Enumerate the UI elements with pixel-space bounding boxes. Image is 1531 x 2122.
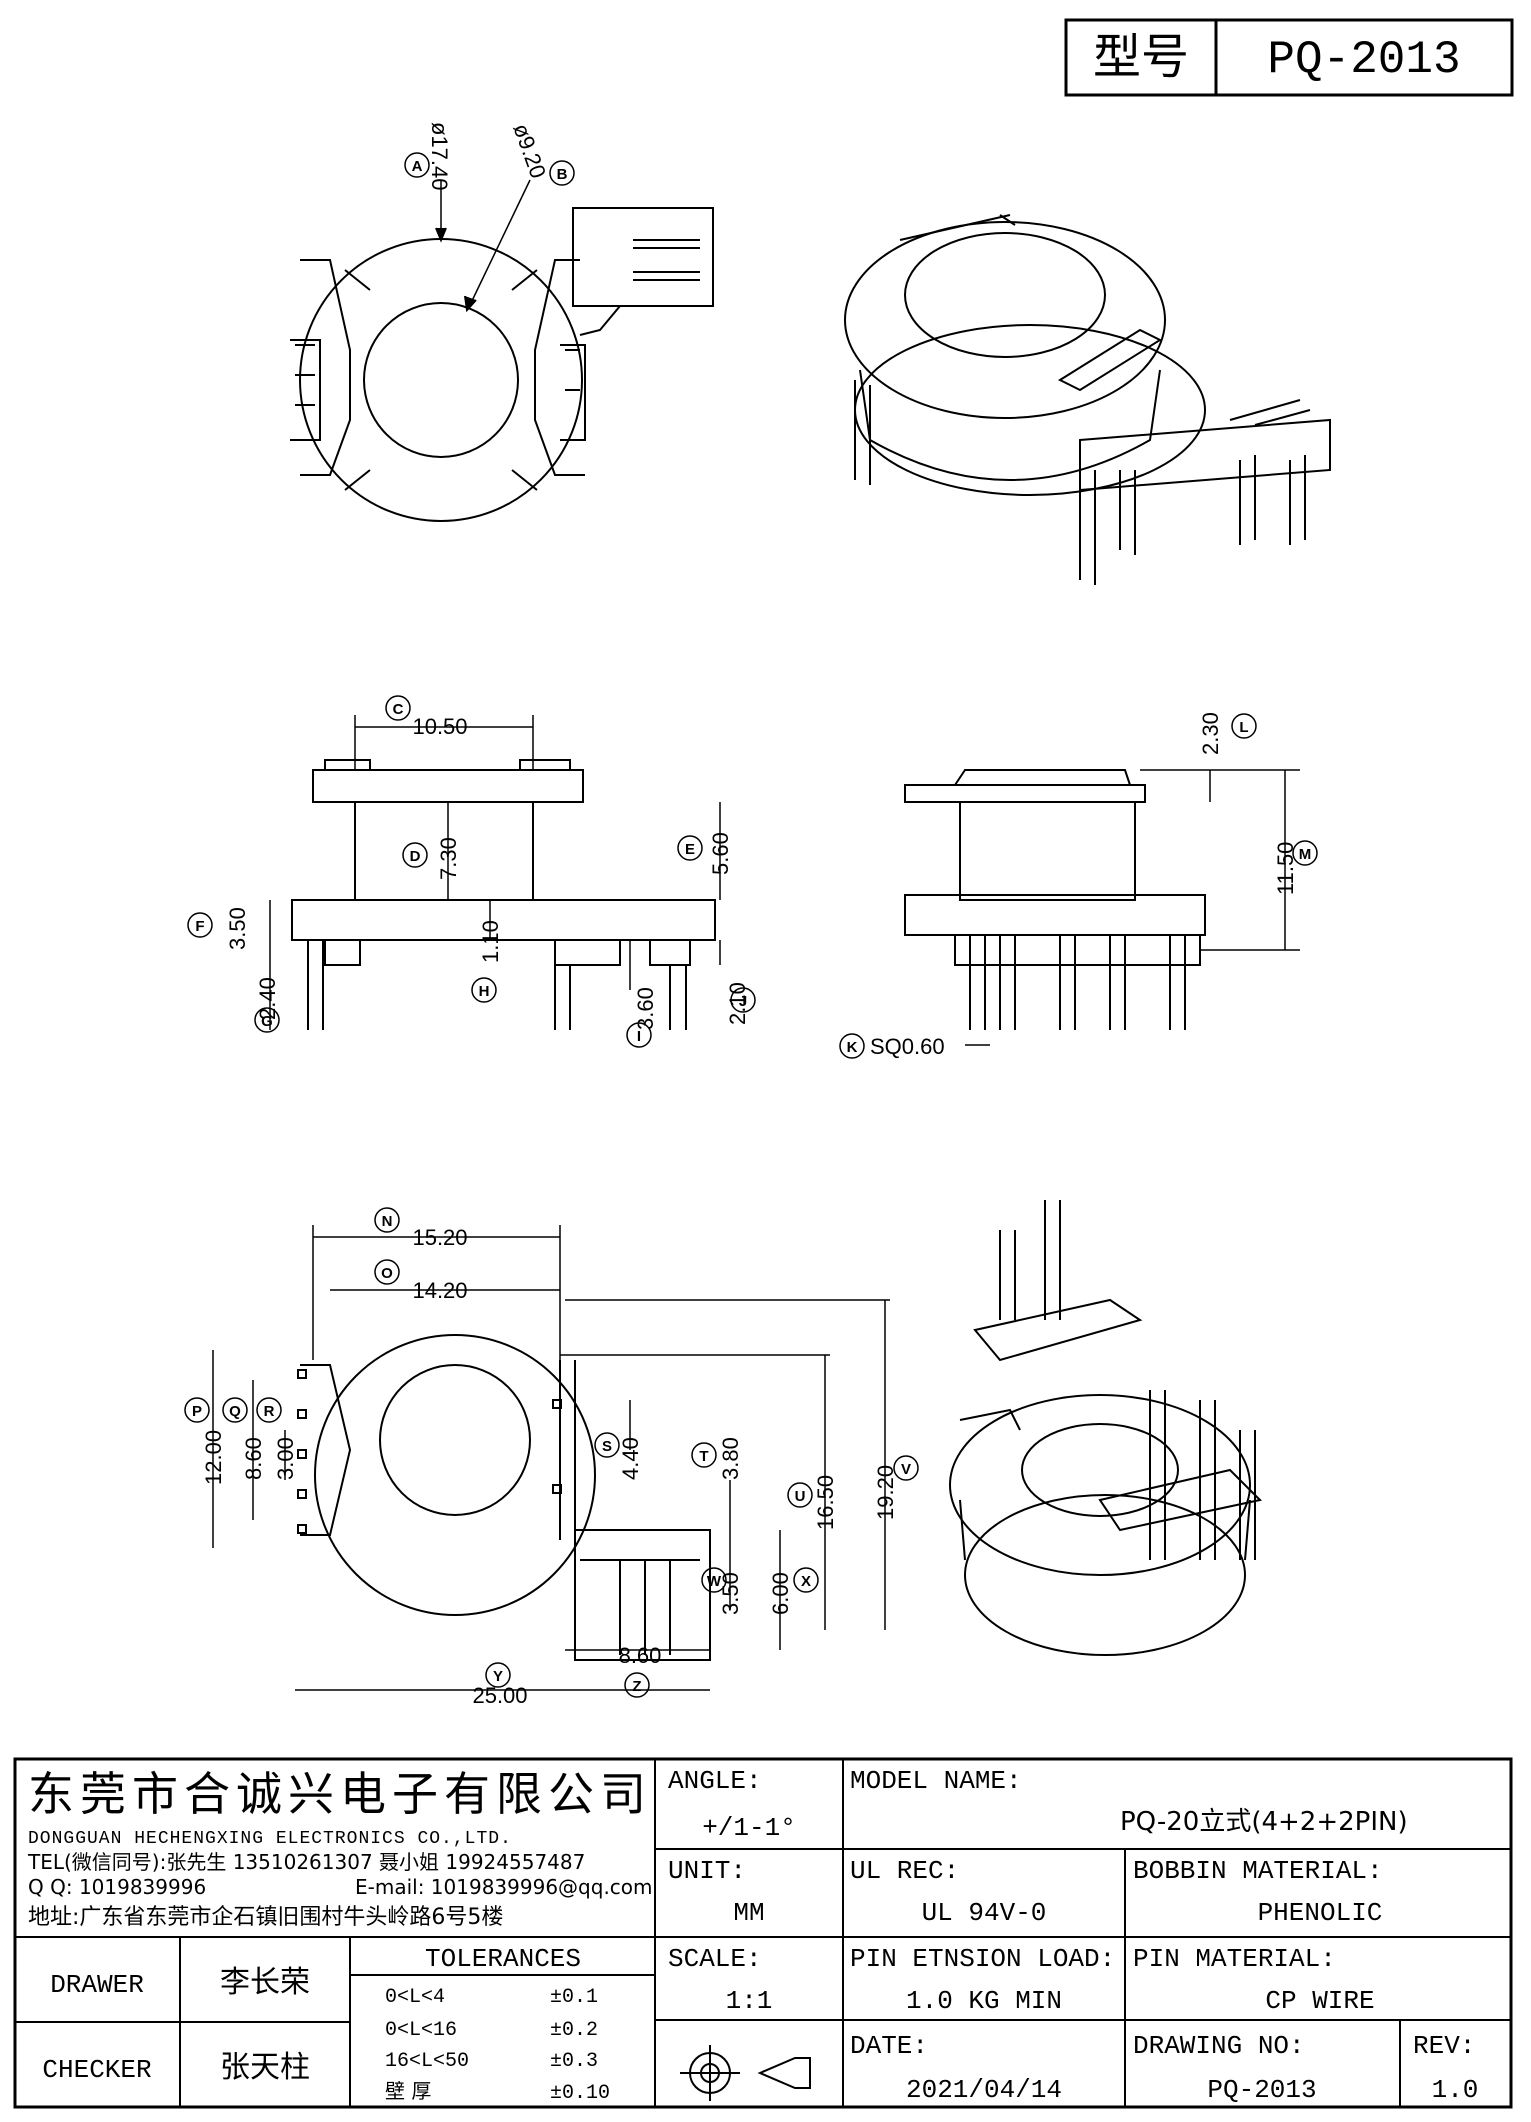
dim-N-label: N xyxy=(382,1213,393,1230)
date-value: 2021/04/14 xyxy=(906,2075,1062,2105)
company-name-en: DONGGUAN HECHENGXING ELECTRONICS CO.,LTD… xyxy=(28,1829,512,1849)
model-name-label: MODEL NAME: xyxy=(850,1766,1022,1796)
dim-F-label: F xyxy=(195,918,204,935)
scale-label: SCALE: xyxy=(668,1944,762,1974)
dim-H-value: 1.10 xyxy=(478,920,503,963)
dim-Q-label: Q xyxy=(229,1403,241,1420)
drawing-no-label: DRAWING NO: xyxy=(1133,2031,1305,2061)
dim-P-value: 12.00 xyxy=(201,1430,226,1485)
tolerances-label: TOLERANCES xyxy=(425,1944,581,1974)
company-tel: TEL(微信同号):张先生 13510261307 聂小姐 1992455748… xyxy=(27,1850,585,1874)
dim-M-label: M xyxy=(1299,846,1312,863)
checker-label: CHECKER xyxy=(42,2055,151,2085)
rev-label: REV: xyxy=(1413,2031,1475,2061)
dim-K-value: SQ0.60 xyxy=(870,1034,945,1059)
dim-L-label: L xyxy=(1239,719,1248,736)
tol-value-2: ±0.3 xyxy=(550,2050,598,2073)
header-box: 型号 PQ-2013 xyxy=(1064,18,1514,97)
dim-E-label: E xyxy=(685,841,695,858)
dim-V-value: 19.20 xyxy=(873,1465,898,1520)
bottom-view: 15.20 N 14.20 O 12.00 P 8.60 Q 3.00 R 4.… xyxy=(184,1207,919,1708)
dim-J-label: J xyxy=(739,993,747,1010)
dim-O-label: O xyxy=(381,1265,393,1282)
angle-label: ANGLE: xyxy=(668,1766,762,1796)
drawer-value: 李长荣 xyxy=(220,1965,310,2000)
pin-load-value: 1.0 KG MIN xyxy=(906,1986,1062,2016)
unit-label: UNIT: xyxy=(668,1856,746,1886)
tol-value-1: ±0.2 xyxy=(550,2019,598,2042)
dim-S-label: S xyxy=(602,1438,612,1455)
dim-B-label: B xyxy=(557,166,568,183)
company-name-cn: 东莞市合诚兴电子有限公司 xyxy=(28,1767,652,1821)
dim-G-label: G xyxy=(261,1013,273,1030)
tol-range-0: 0<L<4 xyxy=(385,1986,445,2009)
tol-range-2: 16<L<50 xyxy=(385,2050,469,2073)
company-email: E-mail: 1019839996@qq.com xyxy=(355,1875,653,1899)
tol-value-3: ±0.10 xyxy=(550,2082,610,2105)
dim-I-label: I xyxy=(637,1028,641,1045)
ul-value: UL 94V-0 xyxy=(922,1898,1047,1928)
dim-Z-value: 8.60 xyxy=(619,1643,662,1668)
dim-U-value: 16.50 xyxy=(813,1475,838,1530)
dim-O-value: 14.20 xyxy=(412,1278,467,1303)
drawer-label: DRAWER xyxy=(50,1970,144,2000)
model-name-value: PQ-20立式(4+2+2PIN) xyxy=(1120,1807,1408,1837)
dim-F-value: 3.50 xyxy=(225,907,250,950)
dim-H-label: H xyxy=(479,983,490,1000)
bobbin-value: PHENOLIC xyxy=(1258,1898,1383,1928)
pin-material-value: CP WIRE xyxy=(1265,1986,1374,2016)
dim-U-label: U xyxy=(795,1488,806,1505)
dim-W-value: 3.50 xyxy=(718,1572,743,1615)
dim-R-label: R xyxy=(264,1403,275,1420)
dim-B-value: ø9.20 xyxy=(508,120,551,181)
dim-Y-label: Y xyxy=(493,1668,503,1685)
dim-W-label: W xyxy=(707,1573,722,1590)
front-view: 10.50 C 7.30 D 5.60 E 3.50 F 2.40 G 1.10… xyxy=(187,695,756,1048)
dim-E-value: 5.60 xyxy=(708,832,733,875)
dim-X-label: X xyxy=(801,1573,811,1590)
dim-K-label: K xyxy=(847,1039,858,1056)
dim-Z-label: Z xyxy=(632,1678,641,1695)
dim-L-value: 2.30 xyxy=(1198,712,1223,755)
unit-value: MM xyxy=(733,1898,764,1928)
dim-T-value: 3.80 xyxy=(718,1437,743,1480)
drawing-no-value: PQ-2013 xyxy=(1207,2075,1316,2105)
tol-range-1: 0<L<16 xyxy=(385,2019,457,2042)
dim-T-label: T xyxy=(699,1448,708,1465)
title-block xyxy=(13,1757,1513,2109)
dim-D-label: D xyxy=(410,848,421,865)
side-view: 2.30 L 11.50 M K SQ0.60 xyxy=(839,712,1318,1059)
angle-value: +/1-1° xyxy=(702,1813,796,1843)
pin-material-label: PIN MATERIAL: xyxy=(1133,1944,1336,1974)
dim-C-value: 10.50 xyxy=(412,714,467,739)
dim-N-value: 15.20 xyxy=(412,1225,467,1250)
iso-view-bottom xyxy=(949,1200,1263,1656)
tol-value-0: ±0.1 xyxy=(550,1986,598,2009)
dim-V-label: V xyxy=(901,1461,911,1478)
checker-value: 张天柱 xyxy=(220,2050,310,2085)
company-address: 地址:广东省东莞市企石镇旧围村牛头岭路6号5楼 xyxy=(28,1905,503,1930)
bobbin-label: BOBBIN MATERIAL: xyxy=(1133,1856,1383,1886)
ul-label: UL REC: xyxy=(850,1856,959,1886)
dim-Q-value: 8.60 xyxy=(241,1437,266,1480)
dim-P-label: P xyxy=(192,1403,202,1420)
dim-R-value: 3.00 xyxy=(273,1437,298,1480)
dim-A-label: A xyxy=(412,158,423,175)
dim-C-label: C xyxy=(393,701,404,718)
dim-X-value: 6.00 xyxy=(768,1572,793,1615)
tol-range-3: 壁 厚 xyxy=(385,2079,431,2103)
header-model-value: PQ-2013 xyxy=(1267,34,1460,86)
dim-D-value: 7.30 xyxy=(436,837,461,880)
top-view: ø17.40 A ø9.20 B xyxy=(290,120,714,522)
pin-load-label: PIN ETNSION LOAD: xyxy=(850,1944,1115,1974)
header-model-label: 型号 xyxy=(1093,29,1189,85)
dim-S-value: 4.40 xyxy=(618,1437,643,1480)
dim-A-value: ø17.40 xyxy=(427,122,452,191)
scale-value: 1:1 xyxy=(726,1986,773,2016)
iso-view-top xyxy=(844,214,1331,585)
rev-value: 1.0 xyxy=(1432,2075,1479,2105)
date-label: DATE: xyxy=(850,2031,928,2061)
company-qq: Q Q: 1019839996 xyxy=(28,1875,206,1899)
